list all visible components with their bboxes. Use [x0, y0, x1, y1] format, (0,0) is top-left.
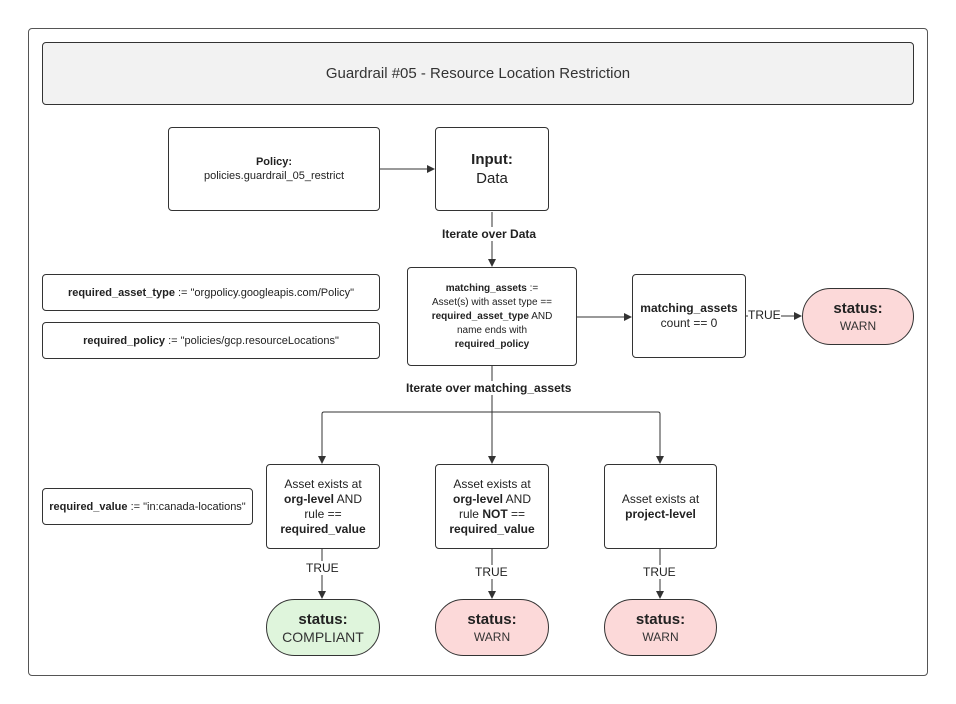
condition-project-box: Asset exists at project-level [604, 464, 717, 549]
matching-l4: name ends with [456, 324, 528, 336]
diagram-title: Guardrail #05 - Resource Location Restri… [42, 42, 914, 105]
condition-org-nomatch-box: Asset exists at org-level AND rule NOT =… [435, 464, 549, 549]
status-warn-top: status: WARN [802, 288, 914, 345]
var-required-asset-type: required_asset_type := "orgpolicy.google… [42, 274, 380, 311]
label-true-2: TRUE [475, 565, 508, 579]
input-heading: Input: [471, 151, 513, 168]
status-1-label: status: [298, 610, 348, 628]
var-required-value: required_value := "in:canada-locations" [42, 488, 253, 525]
matching-l3-rest: AND [528, 310, 553, 322]
cond1-b-bold: org-level [283, 491, 334, 506]
status-top-value: WARN [839, 318, 877, 333]
cond2-b-bold: org-level [452, 491, 503, 506]
edge-branch-bar [321, 411, 661, 415]
cond2-d-bold: required_value [449, 521, 535, 536]
status-compliant: status: COMPLIANT [266, 599, 380, 656]
label-iterate-assets: Iterate over matching_assets [406, 381, 572, 395]
policy-value: policies.guardrail_05_restrict [203, 170, 344, 182]
matching-l3-bold: required_asset_type [431, 310, 529, 322]
status-3-label: status: [635, 610, 686, 628]
matching-l2: Asset(s) with asset type == [431, 296, 553, 308]
cond1-b-rest: AND [334, 491, 363, 506]
count-l2: count == 0 [660, 316, 718, 330]
cond1-c: rule == [304, 506, 342, 521]
label-true-top: TRUE [748, 308, 781, 322]
status-2-value: WARN [473, 629, 511, 644]
matching-l5-bold: required_policy [454, 338, 530, 350]
label-true-1: TRUE [306, 561, 339, 575]
var-asset-type-name: required_asset_type [67, 286, 175, 299]
cond2-c-pre: rule [458, 506, 483, 521]
matching-l1-rest: := [526, 282, 539, 294]
status-warn-2: status: WARN [435, 599, 549, 656]
input-box: Input: Data [435, 127, 549, 211]
var-required-policy: required_policy := "policies/gcp.resourc… [42, 322, 380, 359]
var-asset-type-value: := "orgpolicy.googleapis.com/Policy" [174, 286, 355, 299]
status-3-value: WARN [642, 629, 679, 644]
cond2-c-bold: NOT [482, 506, 508, 521]
input-value: Data [476, 170, 508, 187]
cond2-a: Asset exists at [453, 476, 531, 491]
status-2-label: status: [467, 610, 517, 628]
cond2-b-rest: AND [503, 491, 532, 506]
var-value-value: := "in:canada-locations" [127, 500, 246, 513]
var-value-name: required_value [49, 500, 128, 513]
matching-assets-box: matching_assets := Asset(s) with asset t… [407, 267, 577, 366]
policy-heading: Policy: [255, 156, 293, 168]
count-check-box: matching_assets count == 0 [632, 274, 746, 358]
title-text: Guardrail #05 - Resource Location Restri… [325, 64, 631, 82]
diagram-frame [28, 28, 928, 676]
label-true-3: TRUE [643, 565, 676, 579]
var-policy-name: required_policy [83, 334, 166, 347]
condition-org-match-box: Asset exists at org-level AND rule == re… [266, 464, 380, 549]
label-iterate-data: Iterate over Data [442, 227, 537, 241]
status-top-label: status: [833, 299, 883, 317]
cond3-b-bold: project-level [625, 506, 696, 521]
status-1-value: COMPLIANT [282, 628, 364, 645]
status-warn-3: status: WARN [604, 599, 717, 656]
policy-box: Policy: policies.guardrail_05_restrict [168, 127, 380, 211]
cond3-a: Asset exists at [621, 491, 700, 506]
count-l1: matching_assets [640, 301, 738, 315]
cond2-c-post: == [507, 506, 526, 521]
var-policy-value: := "policies/gcp.resourceLocations" [165, 334, 339, 347]
matching-l1-bold: matching_assets [445, 282, 527, 294]
cond1-a: Asset exists at [284, 476, 362, 491]
cond1-d-bold: required_value [280, 521, 366, 536]
